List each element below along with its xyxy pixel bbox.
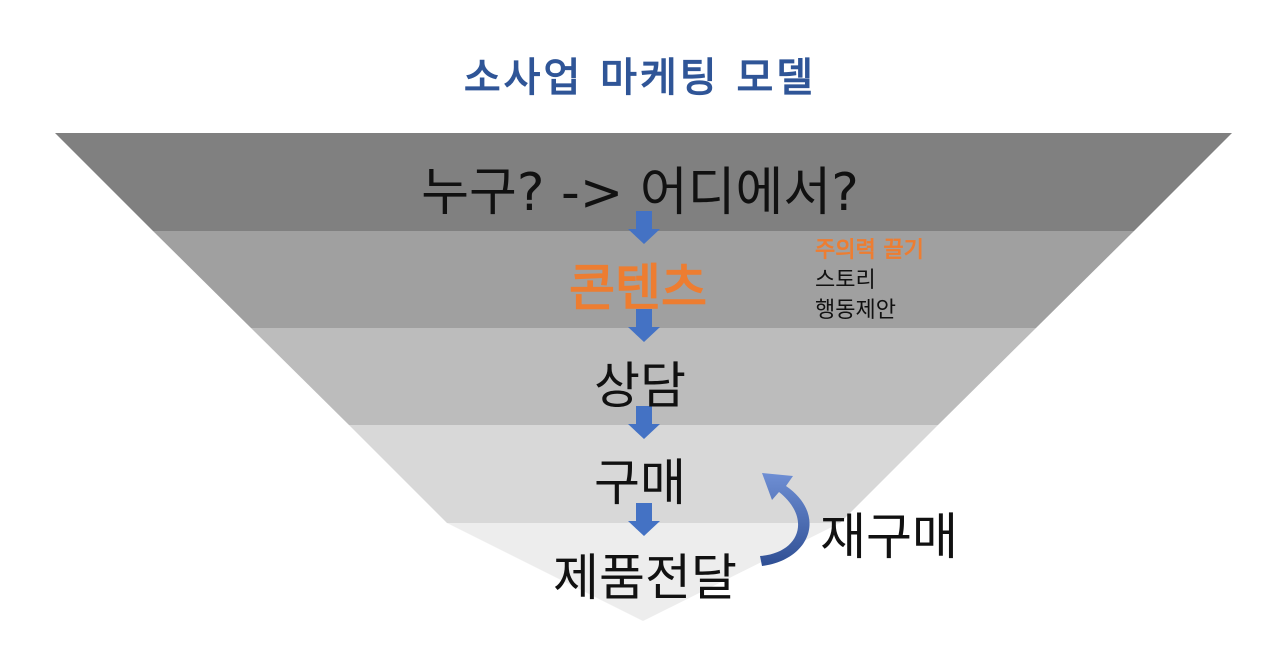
note-attention: 주의력 끌기 — [815, 238, 924, 263]
funnel-layer-2 — [153, 231, 1134, 328]
down-arrow-icon — [628, 406, 660, 439]
level-content: 콘텐츠 — [569, 259, 707, 317]
funnel-layer-1 — [55, 133, 1232, 231]
curved-arrow-icon — [760, 473, 810, 566]
note-call-to-action: 행동제안 — [815, 298, 896, 323]
content-notes: 주의력 끌기 스토리 행동제안 — [815, 236, 924, 326]
down-arrow-icon — [628, 503, 660, 536]
level-purchase: 구매 — [594, 454, 686, 512]
repurchase-label: 재구매 — [820, 508, 958, 566]
level-consultation: 상담 — [594, 357, 686, 415]
funnel-layer-5 — [447, 523, 840, 621]
level-who-where: 누구? -> 어디에서? — [421, 163, 859, 223]
funnel-layer-3 — [251, 328, 1036, 425]
page-title: 소사업 마케팅 모델 — [463, 55, 817, 101]
level-delivery: 제품전달 — [553, 549, 737, 607]
down-arrow-icon — [628, 211, 660, 244]
down-arrow-icon — [628, 309, 660, 342]
note-story: 스토리 — [815, 268, 876, 293]
